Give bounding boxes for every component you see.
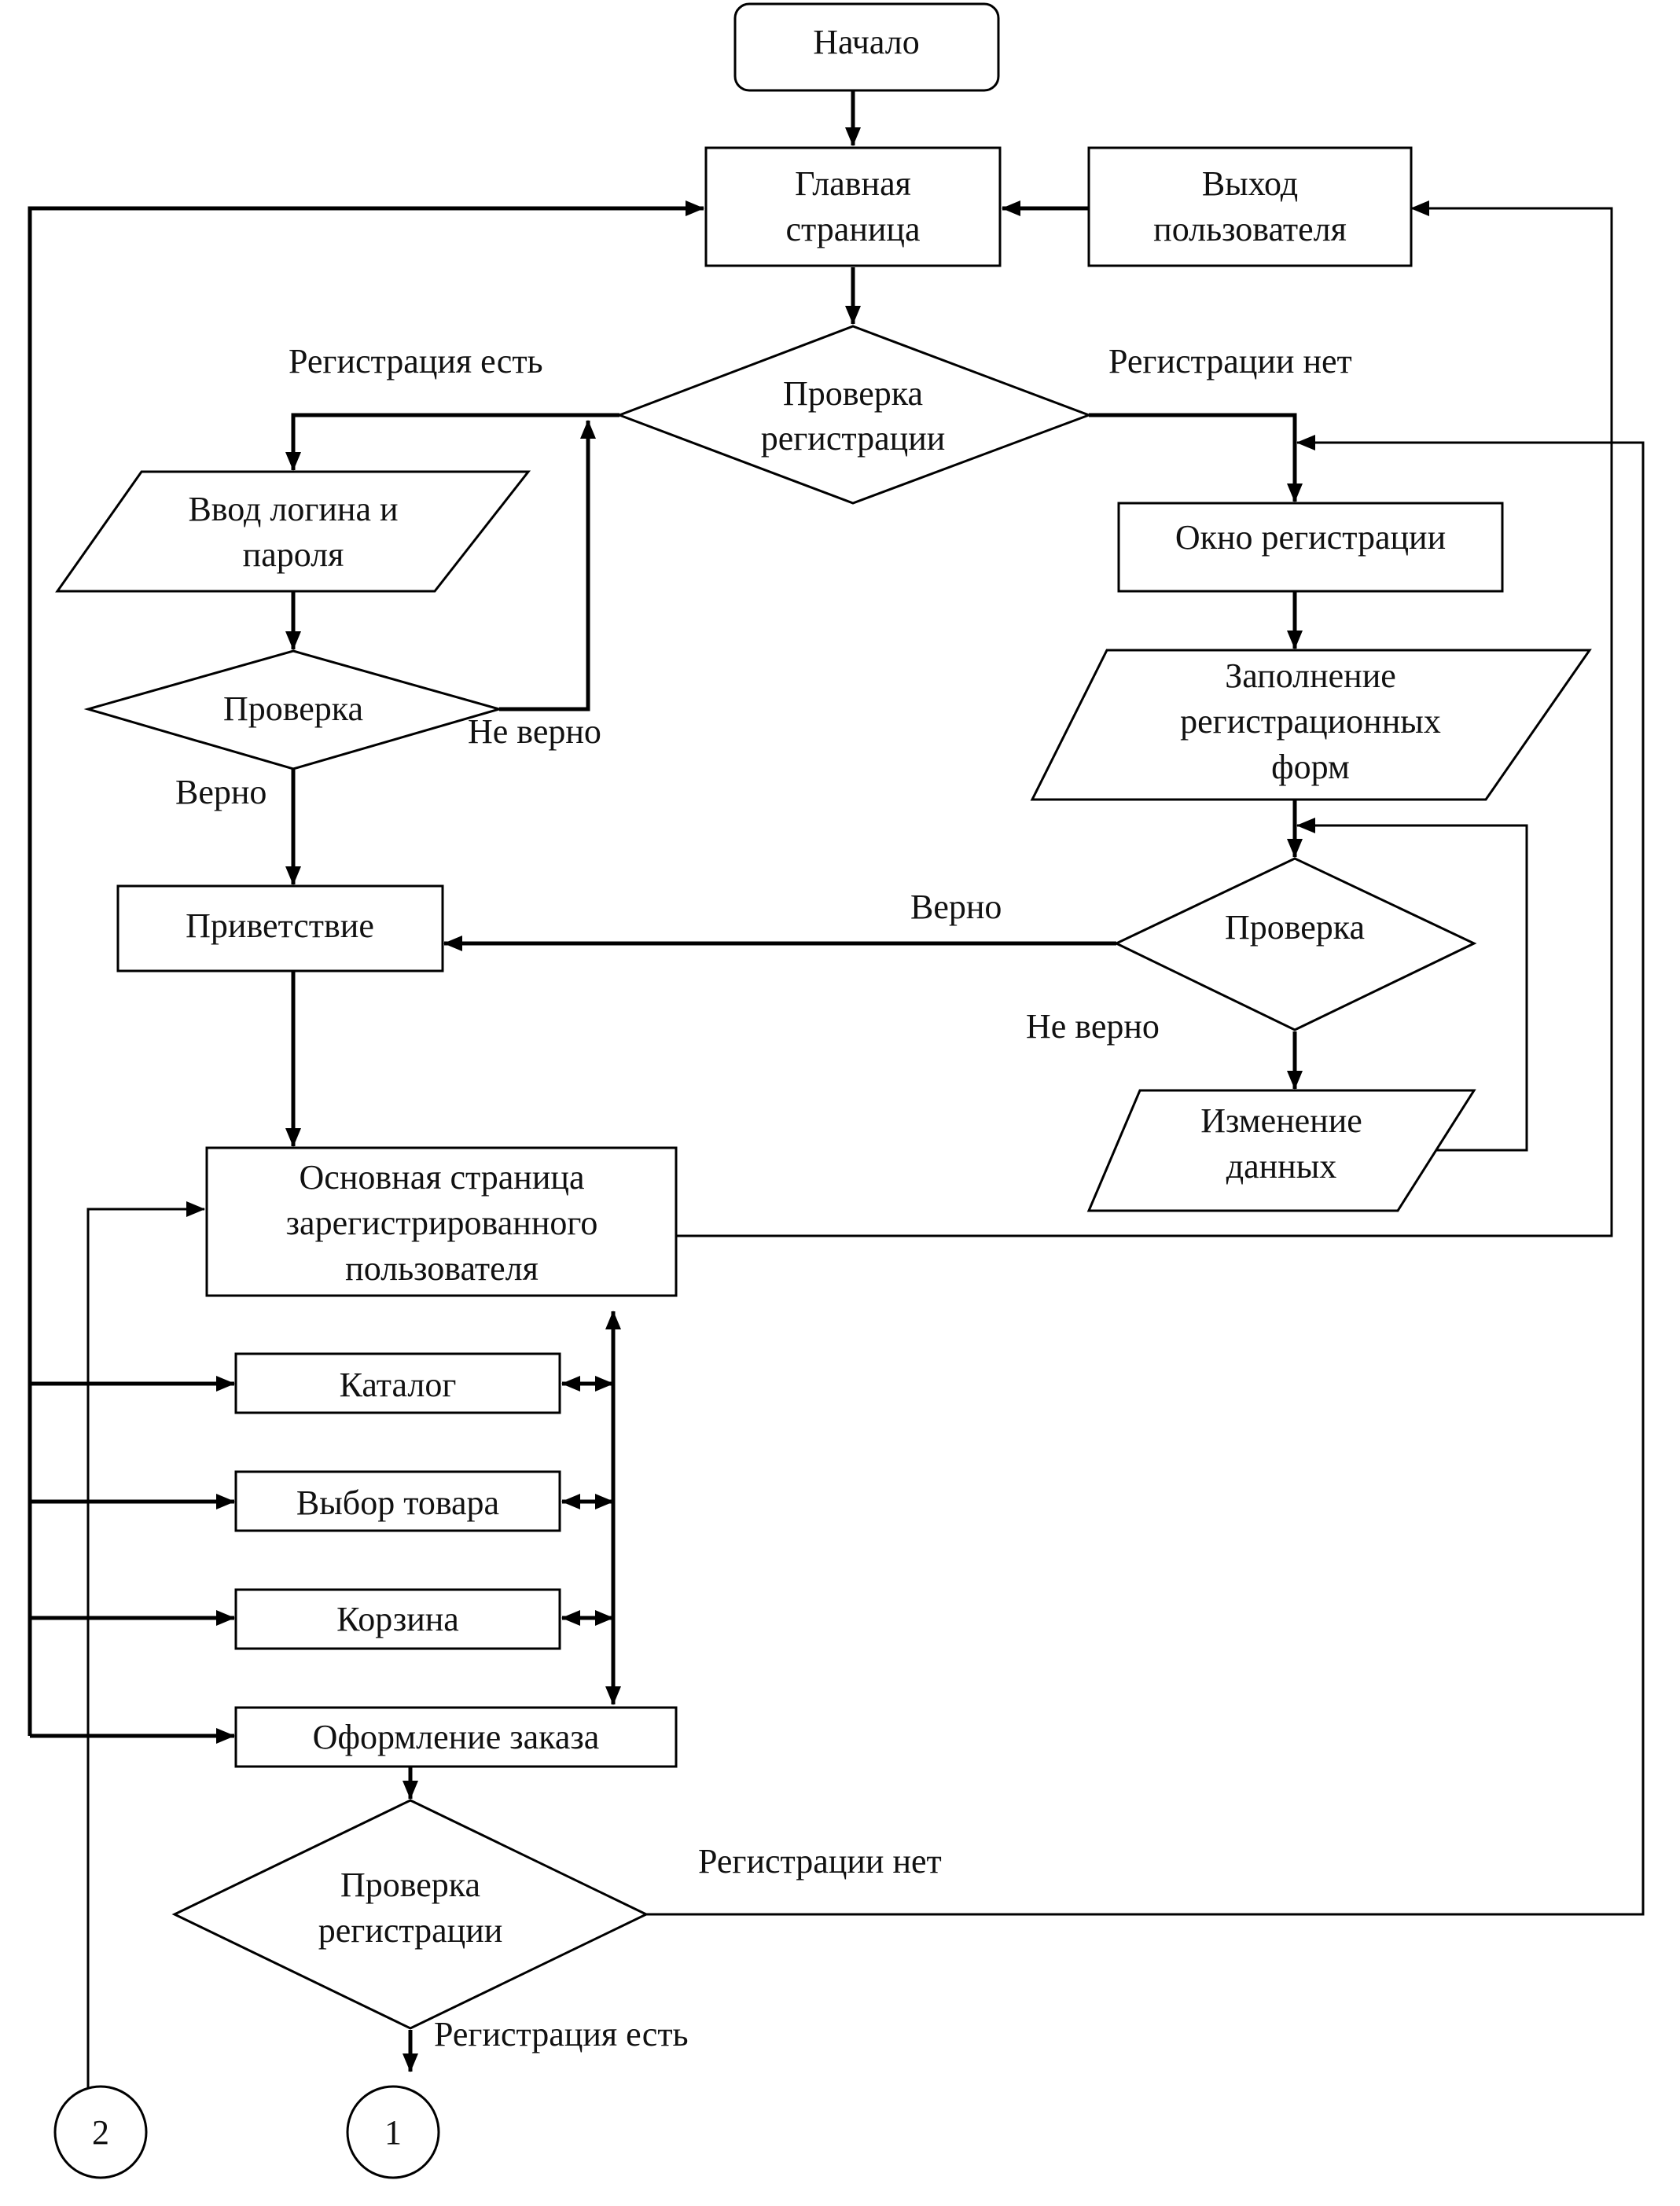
node-check-reg-bottom-line1: Проверка (340, 1866, 480, 1904)
node-user-main: Основная страница зарегистрированного по… (205, 1146, 678, 1297)
connector-2-label: 2 (92, 2113, 109, 2152)
node-cart-label: Корзина (336, 1600, 459, 1638)
node-main-page-line1: Главная (795, 164, 911, 203)
node-check-forms-label: Проверка (1225, 908, 1365, 947)
edge-change-loop (1296, 818, 1528, 1152)
node-user-main-line3: пользователя (345, 1249, 539, 1288)
connector-1: 1 (346, 2085, 440, 2179)
node-login-input-line1: Ввод логина и (188, 490, 398, 528)
node-main-page: Главная страница (704, 146, 1002, 267)
node-check-reg-top: Проверка регистрации (616, 325, 1093, 505)
node-change-data: Изменение данных (1086, 1089, 1476, 1212)
node-greeting: Приветствие (116, 884, 444, 972)
node-catalog: Каталог (234, 1352, 561, 1414)
label-reg-no-top: Регистрации нет (1108, 342, 1352, 381)
node-login-input: Ввод логина и пароля (55, 470, 531, 593)
node-login-input-line2: пароля (243, 535, 344, 574)
edge-labels: Регистрация есть Регистрации нет Не верн… (175, 342, 1352, 2053)
node-user-main-line1: Основная страница (300, 1158, 585, 1197)
node-change-data-line1: Изменение (1200, 1101, 1362, 1140)
node-user-exit: Выход пользователя (1087, 146, 1413, 267)
label-login-wrong: Не верно (468, 712, 601, 751)
node-fill-forms: Заполнение регистрационных форм (1030, 649, 1592, 801)
edge-connector2-to-usermain (86, 1201, 205, 2087)
node-choose-product-label: Выбор товара (296, 1484, 499, 1522)
edges (28, 90, 1645, 2087)
node-check-forms: Проверка (1113, 857, 1477, 1031)
node-check-reg-top-line2: регистрации (761, 419, 946, 458)
node-fill-forms-line2: регистрационных (1180, 702, 1441, 741)
connector-1-label: 1 (384, 2113, 402, 2152)
label-forms-wrong: Не верно (1026, 1007, 1160, 1046)
node-fill-forms-line1: Заполнение (1225, 656, 1396, 695)
node-check-reg-bottom-line2: регистрации (318, 1911, 503, 1950)
label-login-ok: Верно (175, 773, 267, 811)
edge-login-wrong (499, 420, 596, 711)
node-cart: Корзина (234, 1588, 561, 1650)
node-checkout: Оформление заказа (234, 1706, 678, 1768)
node-check-login: Проверка (83, 649, 504, 770)
node-user-main-line2: зарегистрированного (286, 1204, 598, 1242)
label-reg-yes-bottom: Регистрация есть (434, 2015, 689, 2053)
edge-trunk-to-main (28, 200, 704, 1736)
node-user-exit-line2: пользователя (1153, 210, 1347, 248)
node-user-exit-line1: Выход (1202, 164, 1298, 203)
node-start: Начало (733, 2, 1000, 92)
label-reg-yes-top: Регистрация есть (289, 342, 543, 381)
edge-usermain-to-exit (676, 200, 1613, 1237)
label-reg-no-bottom: Регистрации нет (698, 1842, 942, 1881)
node-start-label: Начало (813, 23, 920, 61)
label-forms-ok: Верно (910, 888, 1002, 926)
node-checkout-label: Оформление заказа (313, 1718, 600, 1756)
node-main-page-line2: страница (786, 210, 921, 248)
edge-bottom-reg-no (646, 435, 1645, 1916)
node-catalog-label: Каталог (340, 1366, 457, 1404)
node-check-login-label: Проверка (223, 689, 363, 728)
node-greeting-label: Приветствие (186, 906, 374, 945)
node-choose-product: Выбор товара (234, 1470, 561, 1532)
edge-check-to-login (285, 413, 619, 471)
node-fill-forms-line3: форм (1271, 748, 1350, 786)
edge-check-to-regwindow (1089, 413, 1303, 502)
node-reg-window-label: Окно регистрации (1175, 518, 1446, 557)
node-reg-window: Окно регистрации (1117, 502, 1504, 593)
node-check-reg-bottom: Проверка регистрации (171, 1799, 649, 2030)
node-check-reg-top-line1: Проверка (783, 374, 923, 413)
node-change-data-line2: данных (1226, 1147, 1337, 1186)
connector-2: 2 (53, 2085, 148, 2179)
